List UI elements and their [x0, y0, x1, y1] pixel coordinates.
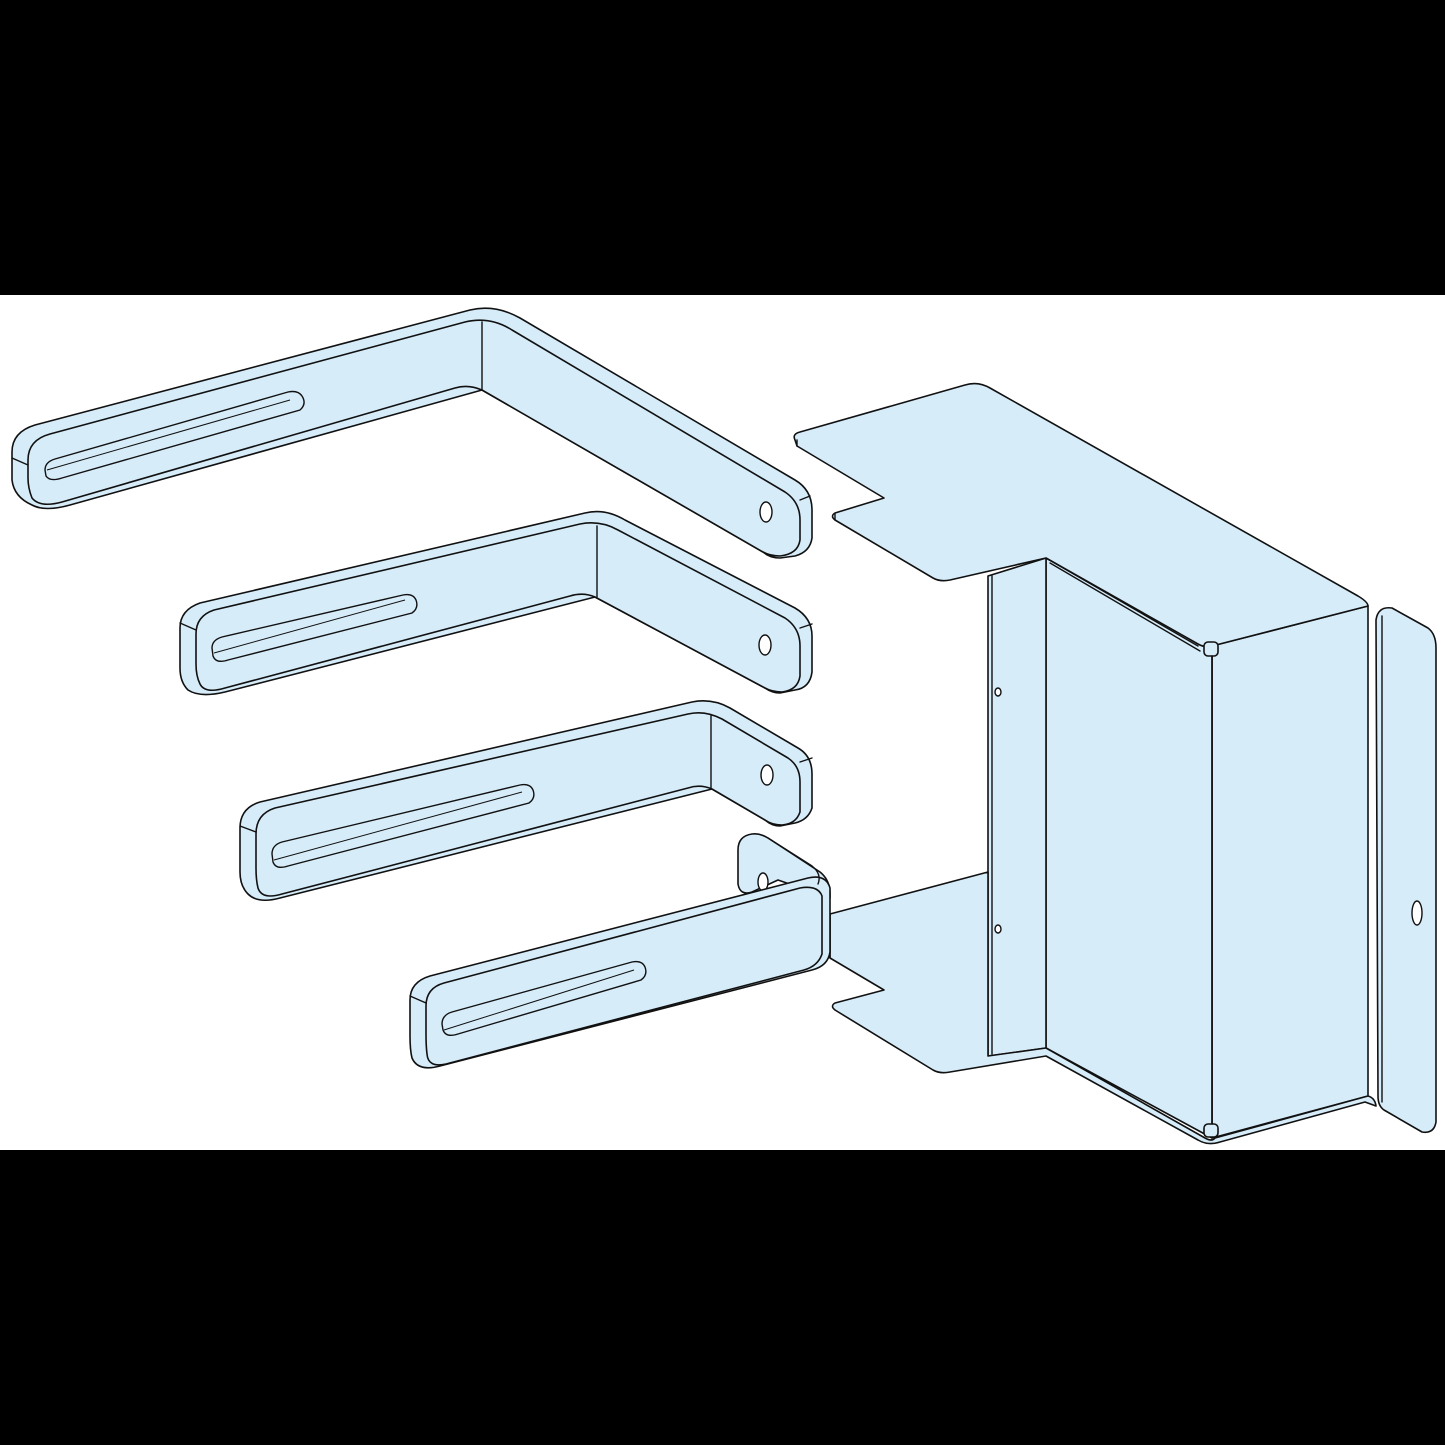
bracket-2: [179, 510, 813, 696]
letterbox-top: [0, 0, 1445, 295]
bracket-1: [11, 307, 813, 559]
housing: [793, 382, 1437, 1145]
bracket-3: [239, 700, 813, 902]
bracket-4: [409, 833, 831, 1069]
letterbox-bottom: [0, 1150, 1445, 1445]
